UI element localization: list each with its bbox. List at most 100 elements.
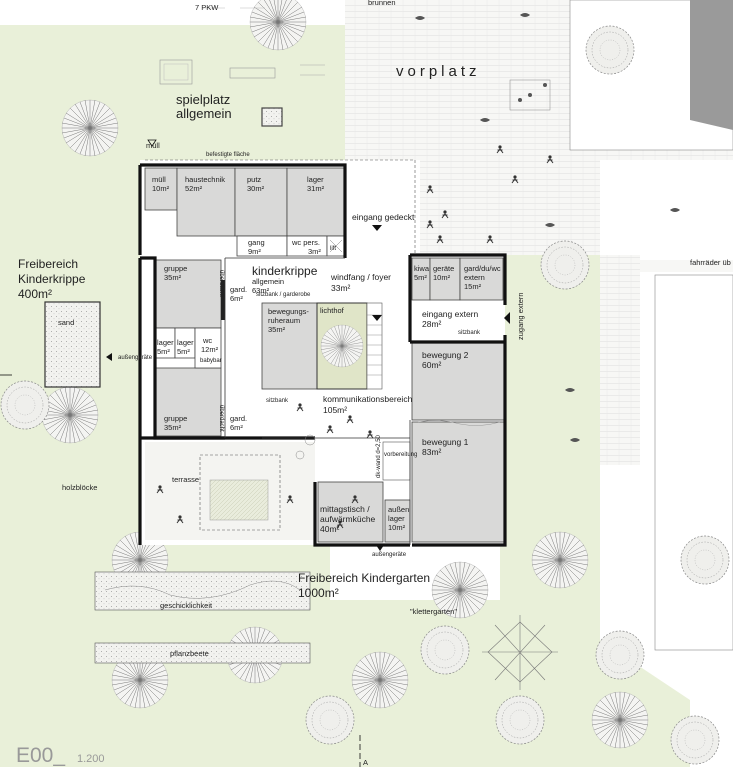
room-aussenlager <box>384 499 411 543</box>
tree-icon <box>41 386 99 444</box>
room-gruppe-1-name: gruppe <box>164 264 187 273</box>
room-haustechnik <box>176 167 236 237</box>
sand-label: sand <box>58 318 74 327</box>
wall-note-label: dk-wand d=2,50 <box>376 434 382 478</box>
tree-icon <box>320 324 364 368</box>
bench <box>229 67 276 79</box>
tree-icon <box>595 630 645 680</box>
room-bewegung-2-name: bewegung 2 <box>422 350 469 360</box>
room-wc-pers-area: 3m² <box>308 247 321 256</box>
room-putz-name: putz <box>247 175 261 184</box>
room-wc-pers-name: wc pers. <box>291 238 320 247</box>
room-lager-b-name: lager <box>177 338 194 347</box>
room-gang-name: gang <box>248 238 265 247</box>
tree-icon <box>420 625 470 675</box>
room-kiwa-name: kiwa <box>414 264 430 273</box>
playground-label-2: allgemein <box>176 106 232 121</box>
sandbox <box>159 59 193 85</box>
tree-icon <box>0 380 50 430</box>
room-kiwa-area: 5m² <box>414 273 427 282</box>
room-gard-du-wc-area: 15m² <box>464 282 482 291</box>
room-bewegung-1-name: bewegung 1 <box>422 437 469 447</box>
room-gard-du-wc-name-1: gard/du/wc <box>464 264 501 273</box>
room-lichthof-name: lichthof <box>320 306 345 315</box>
room-windfang-area: 33m² <box>331 283 351 293</box>
tree-icon <box>591 691 649 749</box>
entrance-arrow-icon <box>372 225 382 231</box>
seating-label-2: sitzbank <box>458 330 481 336</box>
seating-label-3: sitzbank / garderobe <box>256 292 311 298</box>
tree-icon <box>61 99 119 157</box>
play-box <box>261 107 283 127</box>
covered-label-2: überdacht <box>218 405 224 432</box>
room-muell <box>144 167 178 211</box>
seating-label-1: sitzbank <box>266 398 289 404</box>
room-aussenlager-name-1: außen <box>388 505 409 514</box>
tree-icon <box>670 715 720 765</box>
section-marker: A <box>363 758 368 767</box>
room-wc <box>194 327 222 369</box>
room-bewegung-2-area: 60m² <box>422 360 442 370</box>
room-haustechnik-area: 52m² <box>185 184 203 193</box>
parking-label: 7 PKW <box>195 3 219 12</box>
access-external-label: zugang extern <box>516 292 525 340</box>
outdoor-equipment-label-2: außengeräte <box>372 552 407 558</box>
room-lager-a-area: 5m² <box>157 347 170 356</box>
play-equipment <box>509 79 551 111</box>
room-kommunikation-area: 105m² <box>323 405 347 415</box>
room-lager-top <box>286 167 346 237</box>
room-kinderkrippe-area: 63m² <box>252 286 270 295</box>
terrace-label: terrasse <box>172 475 199 484</box>
tree-icon <box>680 535 730 585</box>
room-lift-name: lift <box>330 246 336 252</box>
room-mittagstisch-name-2: aufwärmküche <box>320 514 376 524</box>
climbing-garden-label: "klettergarten" <box>410 607 457 616</box>
room-labels: müll 10m² haustechnik 52m² putz 30m² lag… <box>152 175 501 534</box>
krippe-outdoor-label-1: Freibereich <box>18 257 78 271</box>
room-putz <box>234 167 288 237</box>
building <box>106 139 510 551</box>
room-muell-area: 10m² <box>152 184 170 193</box>
room-bewegung-2 <box>411 341 505 421</box>
room-gard-1-area: 6m² <box>230 294 243 303</box>
tree-icon <box>585 25 635 75</box>
room-gruppe-2-name: gruppe <box>164 414 187 423</box>
playground-label-1: spielplatz <box>176 92 230 107</box>
krippe-outdoor-area: 400m² <box>18 287 52 301</box>
room-wc-name: wc <box>202 336 212 345</box>
room-lager-top-area: 31m² <box>307 184 325 193</box>
tree-icon <box>495 695 545 745</box>
room-eingang-extern-area: 28m² <box>422 319 442 329</box>
room-bewegung-1-area: 83m² <box>422 447 442 457</box>
room-mittagstisch-name-1: mittagstisch / <box>320 504 370 514</box>
room-gruppe-1-area: 35m² <box>164 273 182 282</box>
wood-blocks-label: holzblöcke <box>62 483 97 492</box>
covered-label-1: überdacht <box>218 270 224 297</box>
room-kinderkrippe-sub: allgemein <box>252 277 284 286</box>
baby-bath-label: babybar <box>200 358 222 364</box>
prep-label: vorbereitung <box>384 452 417 458</box>
plant-bed-strip <box>94 642 311 664</box>
room-gard-2-name: gard. <box>230 414 247 423</box>
room-muell-name: müll <box>152 175 166 184</box>
room-geraete-name: geräte <box>433 264 454 273</box>
paved-area-label: befestigte fläche <box>206 152 250 158</box>
arrow-icon <box>376 545 384 551</box>
plant-beds-label: pflanzbeete <box>170 649 209 658</box>
room-aussenlager-area: 10m² <box>388 523 406 532</box>
room-geraete-area: 10m² <box>433 273 451 282</box>
room-gruppe-2-area: 35m² <box>164 423 182 432</box>
room-bewegung-1 <box>411 421 505 543</box>
tree-icon <box>540 240 590 290</box>
krippe-outdoor-label-2: Kinderkrippe <box>18 272 86 286</box>
room-mittagstisch-area: 40m² <box>320 524 340 534</box>
room-gard-1-name: gard. <box>230 285 247 294</box>
entrance-covered-label: eingang gedeckt <box>352 212 415 222</box>
sand-area <box>44 301 101 388</box>
entrance-arrow-icon <box>504 312 510 324</box>
drawing-title: E00_ 1.200 A <box>16 744 368 767</box>
room-wc-area: 12m² <box>201 345 219 354</box>
fountain-label: brunnen <box>368 0 396 7</box>
climbing-frame <box>482 615 558 690</box>
